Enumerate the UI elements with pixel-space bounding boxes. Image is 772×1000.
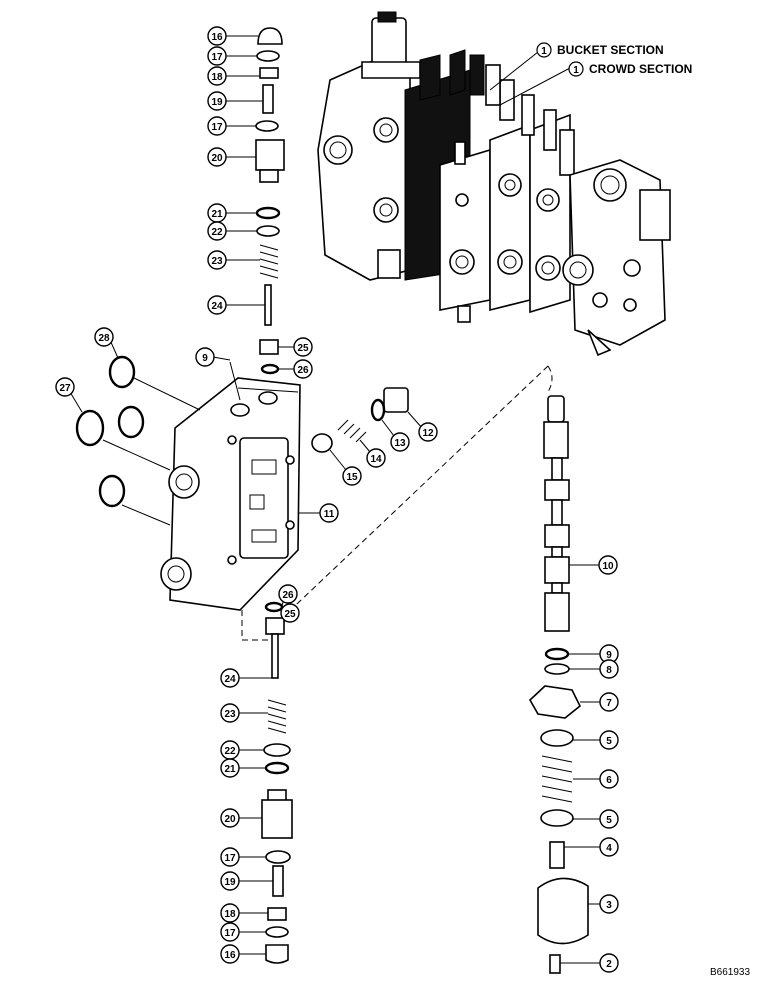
- o-ring-27-b: [117, 405, 145, 439]
- callout-19-bottom: 19: [224, 877, 236, 888]
- callout-9-right: 9: [606, 650, 612, 661]
- spool-assembly-parts: [528, 395, 589, 974]
- callout-27: 27: [59, 383, 71, 394]
- callout-7: 7: [606, 698, 612, 709]
- callout-25-bottom: 25: [284, 609, 296, 620]
- callout-24-top: 24: [211, 301, 223, 312]
- o-ring-27-c: [98, 474, 126, 508]
- callout-22-bottom: 22: [224, 746, 236, 757]
- callout-23-bottom: 23: [224, 709, 236, 720]
- plug-assembly: [311, 387, 409, 453]
- callout-23-top: 23: [211, 256, 223, 267]
- callout-8: 8: [606, 665, 612, 676]
- callout-16-top: 16: [211, 32, 223, 43]
- callout-26-bottom: 26: [282, 590, 294, 601]
- control-valve-assembly: [317, 11, 671, 357]
- callout-17-top: 17: [211, 52, 223, 63]
- callout-16-bottom: 16: [224, 950, 236, 961]
- callout-4: 4: [606, 843, 612, 854]
- callout-5-bottom: 5: [606, 815, 612, 826]
- right-callouts: 10 9 8 7 5 6 5 4 3 2: [560, 555, 619, 973]
- callout-14: 14: [370, 454, 382, 465]
- o-ring-27-a: [75, 409, 105, 447]
- figure-number: B661933: [710, 967, 750, 978]
- callout-28: 28: [98, 333, 110, 344]
- callout-18-bottom: 18: [224, 909, 236, 920]
- callout-13: 13: [394, 438, 406, 449]
- callout-18-top: 18: [211, 72, 223, 83]
- callout-21-top: 21: [211, 209, 223, 220]
- lower-relief-valve-parts: [261, 601, 293, 964]
- callout-19-top: 19: [211, 97, 223, 108]
- callout-22-top: 22: [211, 227, 223, 238]
- bucket-section-label: BUCKET SECTION: [557, 43, 664, 57]
- crowd-section-callout: 1: [568, 61, 584, 77]
- callout-17-bottom: 17: [224, 928, 236, 939]
- callout-11: 11: [324, 509, 335, 520]
- callout-9-left: 9: [202, 353, 208, 364]
- callout-20-top: 20: [211, 153, 223, 164]
- callout-17-second: 17: [211, 122, 223, 133]
- callout-3: 3: [606, 900, 612, 911]
- bucket-callout-number: 1: [541, 46, 547, 57]
- callout-5-top: 5: [606, 736, 612, 747]
- o-ring-28: [108, 355, 136, 389]
- valve-section-body: [160, 377, 301, 611]
- callout-6: 6: [606, 775, 612, 786]
- callout-20-bottom: 20: [224, 814, 236, 825]
- callout-21-bottom: 21: [224, 764, 236, 775]
- callout-24-bottom: 24: [224, 674, 236, 685]
- bucket-section-callout: 1: [536, 42, 552, 58]
- callout-12: 12: [422, 428, 434, 439]
- upper-relief-valve-parts: [255, 27, 285, 375]
- callout-25-top: 25: [297, 343, 309, 354]
- left-callouts: 16 17 18 19 17 20 21 22 23 24 25 26: [55, 26, 438, 964]
- callout-15: 15: [346, 472, 358, 483]
- callout-10: 10: [602, 561, 614, 572]
- callout-26-top: 26: [297, 365, 309, 376]
- crowd-callout-number: 1: [573, 65, 579, 76]
- callout-17-third: 17: [224, 853, 236, 864]
- crowd-section-label: CROWD SECTION: [589, 62, 692, 76]
- callout-2: 2: [606, 959, 612, 970]
